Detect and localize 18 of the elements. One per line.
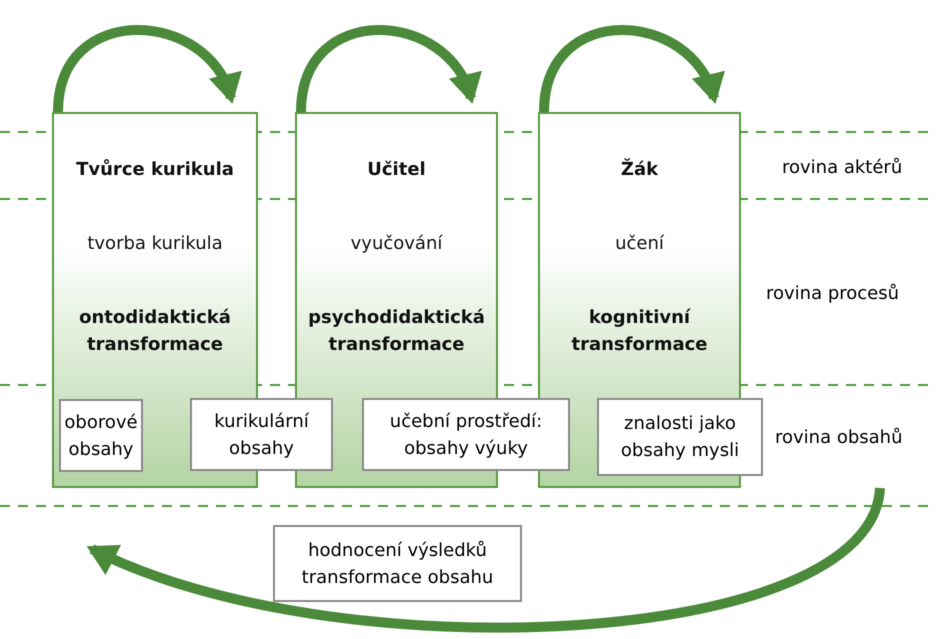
content-box: kurikulární obsahy [190, 398, 333, 471]
transformation-text: psychodidaktická transformace [307, 306, 486, 357]
level-label: rovina obsahů [775, 427, 902, 448]
column-heading: Žák [620, 157, 660, 182]
column-heading: Učitel [366, 158, 427, 182]
transformation-text: kognitivní transformace [570, 306, 708, 357]
content-box: znalosti jako obsahy mysli [597, 398, 763, 476]
level-label: rovina procesů [766, 283, 900, 304]
process-text: vyučování [350, 232, 444, 256]
level-label: rovina aktérů [782, 157, 902, 178]
transformation-text: ontodidaktická transformace [78, 306, 232, 357]
content-box: oborové obsahy [59, 399, 143, 472]
content-box: učební prostředí: obsahy výuky [362, 398, 570, 471]
column-heading: Tvůrce kurikula [75, 158, 235, 182]
curved-arrow [86, 486, 885, 632]
content-box: hodnocení výsledků transformace obsahu [273, 525, 522, 602]
process-text: tvorba kurikula [86, 232, 224, 256]
process-text: učení [614, 232, 666, 256]
